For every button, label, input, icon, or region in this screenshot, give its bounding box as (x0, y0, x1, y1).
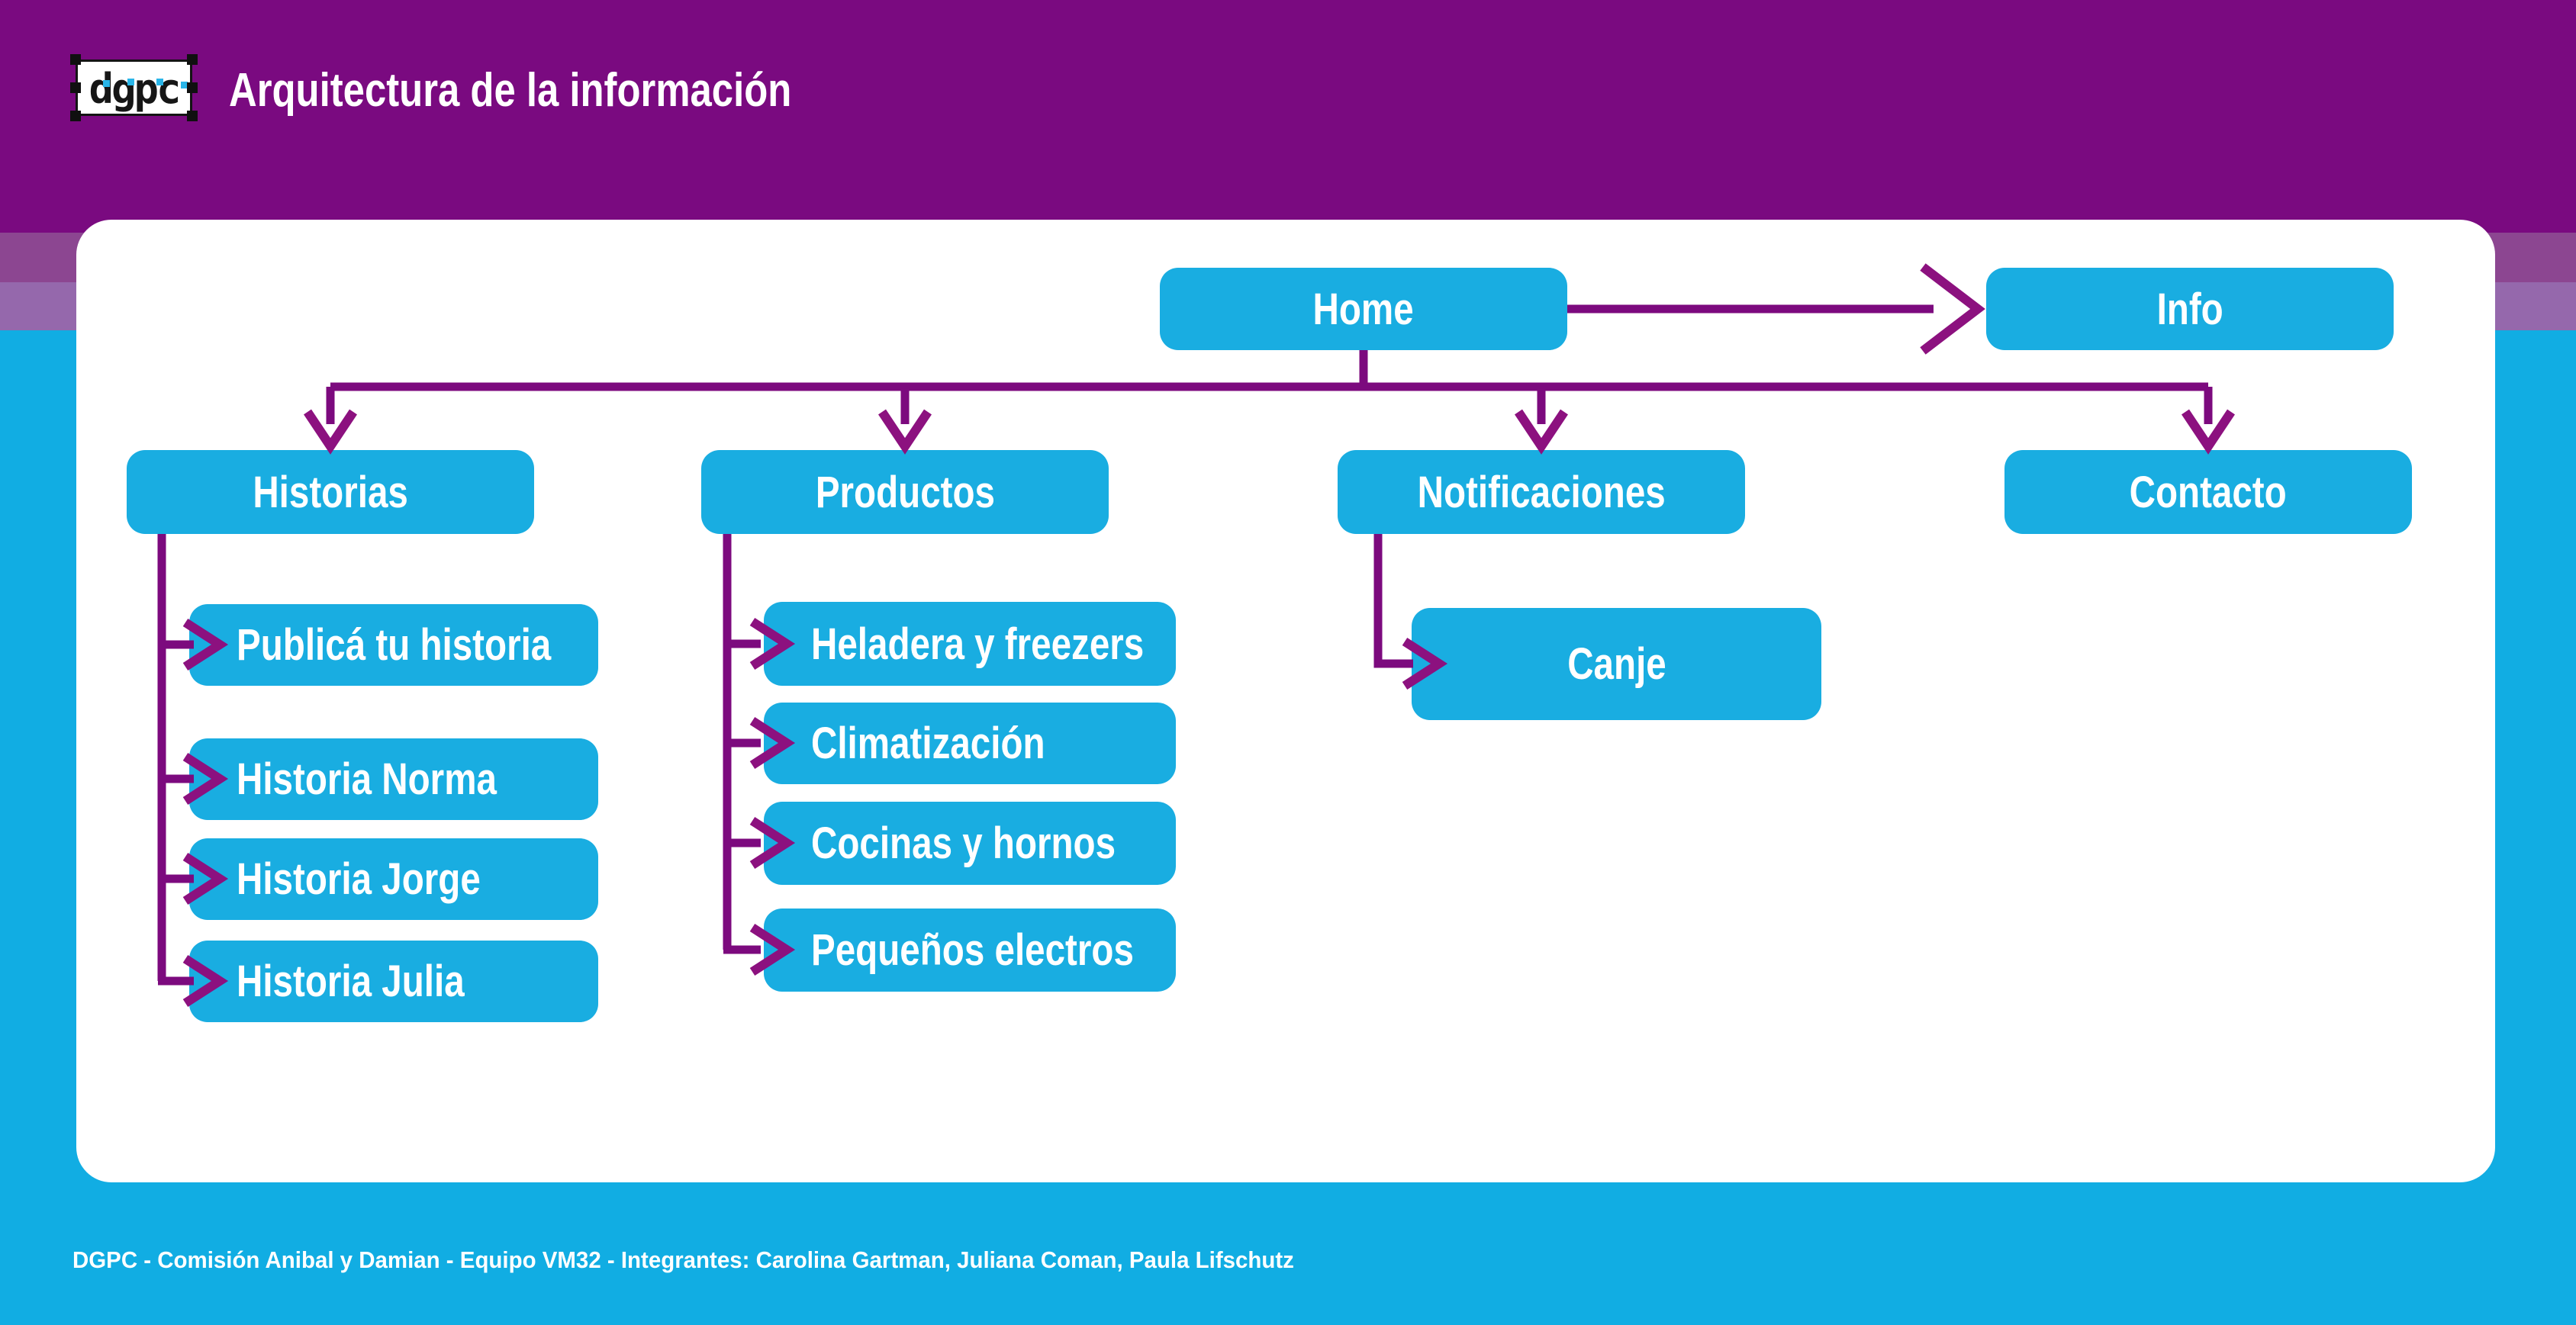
node-heladera-y-freezers: Heladera y freezers (764, 602, 1176, 686)
page-title: Arquitectura de la información (229, 55, 915, 125)
node-publica-tu-historia: Publicá tu historia (189, 604, 598, 686)
node-label: Historia Jorge (237, 854, 481, 904)
node-label: Pequeños electros (811, 925, 1134, 975)
node-label: Publicá tu historia (237, 620, 552, 670)
node-label: Heladera y freezers (811, 619, 1145, 669)
selection-handle (70, 82, 81, 93)
footer-credits-text: DGPC - Comisión Anibal y Damian - Equipo… (72, 1246, 1294, 1273)
diagram-card (76, 220, 2495, 1182)
selection-handle (187, 82, 198, 93)
node-home: Home (1160, 268, 1567, 350)
node-historia-norma: Historia Norma (189, 738, 598, 820)
node-canje: Canje (1412, 608, 1821, 720)
logo-accent-pixel (181, 82, 188, 88)
node-notificaciones: Notificaciones (1338, 450, 1745, 534)
node-climatizacion: Climatización (764, 703, 1176, 784)
footer-credits: DGPC - Comisión Anibal y Damian - Equipo… (72, 1243, 1358, 1277)
page-title-text: Arquitectura de la información (229, 63, 792, 117)
selection-handle (187, 54, 198, 65)
node-label: Info (2156, 284, 2223, 334)
node-label: Productos (815, 467, 995, 517)
selection-handle (70, 54, 81, 65)
selection-handle (187, 111, 198, 121)
node-contacto: Contacto (2004, 450, 2412, 534)
node-label: Contacto (2129, 467, 2288, 517)
dgpc-logo: dgpc (70, 54, 198, 121)
header-bar (0, 0, 2576, 233)
node-label: Home (1312, 284, 1415, 334)
node-label: Cocinas y hornos (811, 818, 1116, 868)
logo-accent-pixel (127, 79, 134, 85)
node-productos: Productos (701, 450, 1109, 534)
node-info: Info (1986, 268, 2394, 350)
node-historias: Historias (127, 450, 534, 534)
node-label: Historia Julia (237, 957, 465, 1006)
logo-text: dgpc (89, 65, 181, 113)
node-label: Historias (253, 467, 408, 517)
node-historia-jorge: Historia Jorge (189, 838, 598, 920)
node-label: Canje (1567, 639, 1666, 689)
node-historia-julia: Historia Julia (189, 941, 598, 1022)
node-label: Historia Norma (237, 754, 497, 804)
logo-accent-pixel (103, 80, 110, 87)
selection-handle (70, 111, 81, 121)
node-label: Climatización (811, 719, 1045, 768)
logo-accent-pixel (156, 79, 163, 85)
node-cocinas-y-hornos: Cocinas y hornos (764, 802, 1176, 885)
node-pequenos-electros: Pequeños electros (764, 909, 1176, 992)
node-label: Notificaciones (1417, 467, 1666, 517)
